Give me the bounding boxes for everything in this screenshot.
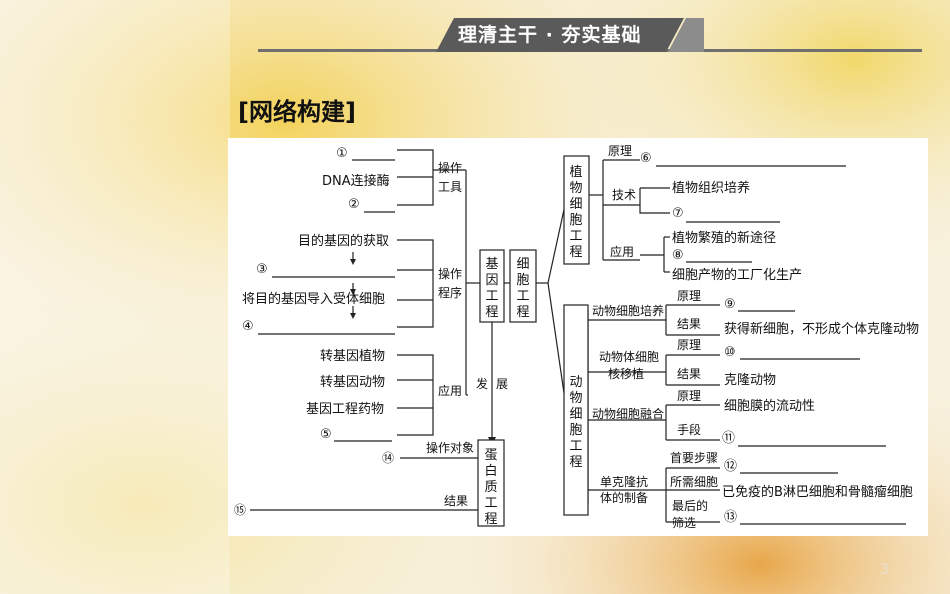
plant-box-char: 物 [569,181,582,196]
blank-11: ⑪ [722,431,735,446]
nuclear-transfer-label-1: 动物体细胞 [599,350,659,364]
cell-box-char: 胞 [516,273,529,288]
culture-result-text: 获得新细胞，不形成个体克隆动物 [724,321,919,337]
nuclear-principle-label: 原理 [677,338,701,352]
protein-box-char: 质 [484,480,497,495]
blank-12: ⑫ [724,459,737,474]
nuclear-result-label: 结果 [677,367,701,381]
plant-app-label: 应用 [610,244,634,259]
gene-box-char: 基 [485,257,498,272]
membrane-fluidity-text: 细胞膜的流动性 [724,398,815,414]
transgenic-animal: 转基因动物 [320,375,385,390]
mab-cells-label: 所需细胞 [670,475,718,489]
cell-box-char: 程 [516,305,529,320]
fusion-principle-label: 原理 [677,389,701,403]
diagram-panel: ① DNA连接酶 ② 目的基因的获取 ③ 将目的基因导入受体细胞 ④ 转基因植物… [228,138,928,536]
page-number: 3 [880,562,889,578]
animal-box-char: 程 [569,455,582,470]
develop-label-1: 发 [476,376,488,391]
concept-map: ① DNA连接酶 ② 目的基因的获取 ③ 将目的基因导入受体细胞 ④ 转基因植物… [234,144,919,530]
header-banner [436,18,704,52]
animal-box-char: 细 [569,407,582,422]
animal-culture-label: 动物细胞培养 [592,303,664,318]
application-label: 应用 [438,383,462,398]
page-title: [网络构建] [238,98,356,126]
protein-engineering-box [477,439,505,527]
plant-box-char: 植 [569,165,582,180]
header-banner-text: 理清主干 · 夯实基础 [458,24,642,46]
plant-new-propagation: 植物繁殖的新途径 [672,230,776,246]
transgenic-plant: 转基因植物 [320,349,385,364]
mab-label-2: 体的制备 [600,490,648,505]
animal-box-char: 胞 [569,423,582,438]
operation-object-label: 操作对象 [426,440,474,455]
tools-label-2: 工具 [438,180,462,194]
factory-production: 细胞产物的工厂化生产 [672,267,802,283]
blank-13: ⑬ [724,510,737,525]
blank-1: ① [336,146,348,161]
develop-label-2: 展 [496,377,508,391]
culture-principle-label: 原理 [677,289,701,303]
blank-15: ⑮ [234,503,246,517]
cell-box-char: 工 [516,289,529,304]
blank-7: ⑦ [672,206,684,221]
plant-cell-engineering-box [563,155,590,265]
mab-label-1: 单克隆抗 [600,474,648,489]
animal-box-char: 动 [569,375,582,390]
cloned-animal-text: 克隆动物 [724,373,776,388]
fusion-means-label: 手段 [677,422,701,437]
procedure-label-1: 操作 [438,266,462,281]
dna-ligase-label: DNA连接酶 [322,173,390,189]
blank-3: ③ [256,262,268,277]
cell-engineering-box [509,249,537,323]
mab-screen-label-2: 筛选 [672,515,696,530]
animal-cell-engineering-box [563,304,589,516]
protein-box-char: 程 [484,512,497,527]
blank-4: ④ [242,319,254,334]
plant-box-char: 胞 [569,213,582,228]
plant-box-char: 程 [569,245,582,260]
blank-2: ② [348,197,360,212]
target-gene-obtain: 目的基因的获取 [298,233,389,249]
mab-screen-label-1: 最后的 [672,498,708,513]
plant-tech-label: 技术 [612,188,636,202]
plant-box-char: 工 [569,229,582,244]
blank-9: ⑨ [724,297,736,312]
plant-tissue-culture: 植物组织培养 [672,180,750,196]
cell-box-char: 细 [516,257,529,272]
procedure-label-2: 程序 [438,285,462,300]
gene-engineering-box [479,249,505,323]
gene-box-char: 程 [485,305,498,320]
gene-box-char: 因 [485,273,498,288]
blank-5: ⑤ [320,427,332,442]
mab-cells-text: 已免疫的B淋巴细胞和骨髓瘤细胞 [722,484,913,500]
protein-box-char: 蛋 [484,448,497,463]
protein-box-char: 工 [484,496,497,511]
protein-result-label: 结果 [444,494,468,508]
tools-label-1: 操作 [438,160,462,175]
gene-drugs: 基因工程药物 [306,402,384,417]
culture-result-label: 结果 [677,317,701,331]
blank-6: ⑥ [640,151,652,166]
blank-14: ⑭ [382,451,394,465]
gene-box-char: 工 [485,289,498,304]
plant-box-char: 细 [569,197,582,212]
protein-box-char: 白 [484,463,497,479]
blank-8: ⑧ [672,248,684,263]
mab-first-step-label: 首要步骤 [670,451,718,465]
blank-10: ⑩ [724,345,736,360]
animal-box-char: 工 [569,439,582,454]
nuclear-transfer-label-2: 核移植 [608,366,644,381]
animal-box-char: 物 [569,391,582,406]
cell-fusion-label: 动物细胞融合 [592,406,664,421]
plant-principle-label: 原理 [608,144,632,158]
import-target-gene: 将目的基因导入受体细胞 [242,291,385,307]
